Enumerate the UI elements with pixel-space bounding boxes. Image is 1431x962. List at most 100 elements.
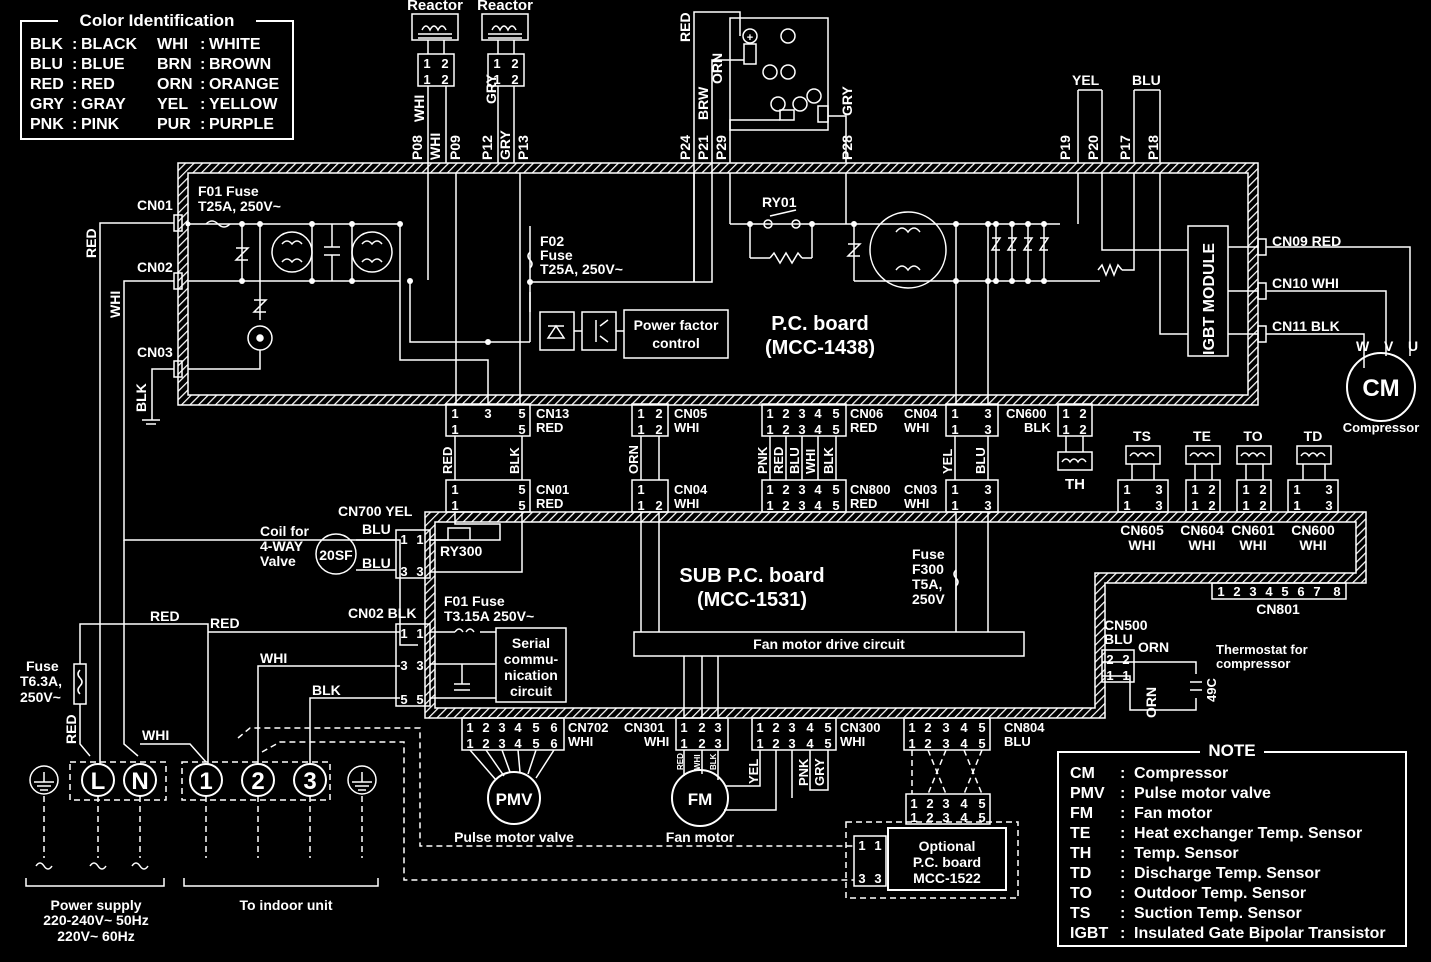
svg-text:BLU: BLU [973, 447, 988, 474]
svg-text:CN801: CN801 [1256, 601, 1300, 617]
svg-text:4: 4 [960, 796, 968, 811]
svg-text:3: 3 [1155, 498, 1162, 513]
terminal-1: 1 [199, 768, 212, 795]
svg-text:1: 1 [1123, 498, 1130, 513]
svg-text:2: 2 [1259, 482, 1266, 497]
svg-text:BLU: BLU [787, 447, 802, 474]
svg-text:3: 3 [1155, 482, 1162, 497]
svg-text::: : [1120, 825, 1125, 842]
svg-text:Fuse: Fuse [912, 546, 945, 562]
sub-board-model: (MCC-1531) [697, 589, 807, 611]
fan-motor: FM Fan motor RED WHI BLK YEL PNK GRY [666, 750, 829, 845]
svg-text:3: 3 [416, 658, 423, 673]
svg-text:P13: P13 [515, 135, 531, 160]
note-legend: NOTE CM:Compressor PMV:Pulse motor valve… [1057, 740, 1407, 947]
svg-text::: : [200, 36, 205, 53]
svg-text:T6.3A,: T6.3A, [20, 673, 62, 689]
svg-text:1: 1 [908, 736, 915, 751]
svg-text:1: 1 [1191, 482, 1198, 497]
svg-text:CN702: CN702 [568, 720, 608, 735]
svg-text:5: 5 [978, 720, 985, 735]
main-board-model: (MCC-1438) [765, 337, 875, 359]
svg-text:3: 3 [714, 720, 721, 735]
svg-text:WHITE: WHITE [209, 36, 261, 53]
svg-text:W: W [1356, 338, 1370, 354]
svg-text:250V: 250V [912, 591, 945, 607]
svg-text:20SF: 20SF [319, 547, 353, 563]
svg-text:1: 1 [451, 406, 458, 421]
svg-text:ORN: ORN [1138, 639, 1169, 655]
svg-text:PNK: PNK [30, 116, 64, 133]
svg-text:1: 1 [493, 72, 500, 87]
svg-text:1: 1 [637, 406, 644, 421]
svg-text:2: 2 [1122, 652, 1129, 667]
svg-text:MCC-1522: MCC-1522 [913, 870, 981, 886]
svg-text:CM: CM [1362, 375, 1399, 402]
svg-text:3: 3 [1325, 498, 1332, 513]
svg-text:RED: RED [850, 420, 877, 435]
svg-text:2: 2 [1208, 482, 1215, 497]
svg-text:1: 1 [1122, 668, 1129, 683]
svg-text:2: 2 [441, 56, 448, 71]
svg-text:4: 4 [806, 736, 814, 751]
svg-text:T3.15A 250V~: T3.15A 250V~ [444, 608, 534, 624]
svg-text:YELLOW: YELLOW [209, 96, 278, 113]
indoor-terminal-block: 1 2 3 [181, 761, 331, 801]
svg-text:BLACK: BLACK [81, 36, 137, 53]
left-connectors: CN01 CN02 CN03 RED WHI BLK [83, 197, 173, 412]
svg-text:BLK: BLK [1024, 420, 1051, 435]
svg-text::: : [1120, 765, 1125, 782]
svg-text:RED: RED [536, 420, 563, 435]
svg-text:BRN: BRN [157, 56, 192, 73]
svg-text:P20: P20 [1085, 135, 1101, 160]
svg-text:4: 4 [514, 736, 522, 751]
svg-text:P24: P24 [677, 135, 693, 160]
svg-text:5: 5 [978, 810, 985, 825]
svg-text:Temp. Sensor: Temp. Sensor [1134, 845, 1239, 862]
svg-text:CM: CM [1070, 765, 1095, 782]
svg-text:CN03: CN03 [904, 482, 937, 497]
svg-text:F02: F02 [540, 233, 564, 249]
svg-text:1: 1 [637, 498, 644, 513]
svg-text:CN600: CN600 [1291, 522, 1335, 538]
svg-text:5: 5 [532, 720, 539, 735]
svg-text:5: 5 [978, 796, 985, 811]
svg-text:PNK: PNK [796, 758, 811, 786]
svg-text:commu-: commu- [504, 651, 559, 667]
svg-text::: : [200, 116, 205, 133]
svg-text:2: 2 [655, 406, 662, 421]
terminal-2: 2 [251, 768, 264, 795]
svg-text:5: 5 [400, 692, 407, 707]
svg-text:WHI: WHI [568, 734, 593, 749]
svg-text:P19: P19 [1057, 135, 1073, 160]
svg-text:1: 1 [423, 56, 430, 71]
svg-text:1: 1 [951, 422, 958, 437]
svg-text:3: 3 [984, 422, 991, 437]
top-pin-labels: P08 WHI P09 P12 GRY GRY P13 P24 P21 BRW … [409, 12, 1161, 160]
svg-text:BLUE: BLUE [81, 56, 125, 73]
svg-text:T25A, 250V~: T25A, 250V~ [198, 198, 281, 214]
serial-label: Serial [512, 635, 550, 651]
svg-text:1: 1 [1293, 498, 1300, 513]
svg-text:WHI: WHI [803, 449, 818, 474]
power-supply-label: Power supply [50, 897, 141, 913]
svg-text:ORN: ORN [1143, 687, 1159, 718]
svg-text:F01 Fuse: F01 Fuse [444, 593, 505, 609]
svg-text:Heat exchanger Temp. Sensor: Heat exchanger Temp. Sensor [1134, 825, 1362, 842]
svg-text:ORN: ORN [157, 76, 193, 93]
svg-text:ORN: ORN [626, 445, 641, 474]
sub-board-name: SUB P.C. board [679, 565, 824, 587]
svg-text:4: 4 [814, 498, 822, 513]
svg-text:5: 5 [518, 498, 525, 513]
svg-text:WHI: WHI [904, 496, 929, 511]
svg-text:P.C. board: P.C. board [913, 854, 981, 870]
svg-text:RED: RED [210, 615, 240, 631]
svg-text:5: 5 [832, 482, 839, 497]
svg-text:CN10 WHI: CN10 WHI [1272, 275, 1339, 291]
svg-text:2: 2 [441, 72, 448, 87]
svg-text:5: 5 [518, 406, 525, 421]
svg-text:GRY: GRY [483, 74, 499, 104]
